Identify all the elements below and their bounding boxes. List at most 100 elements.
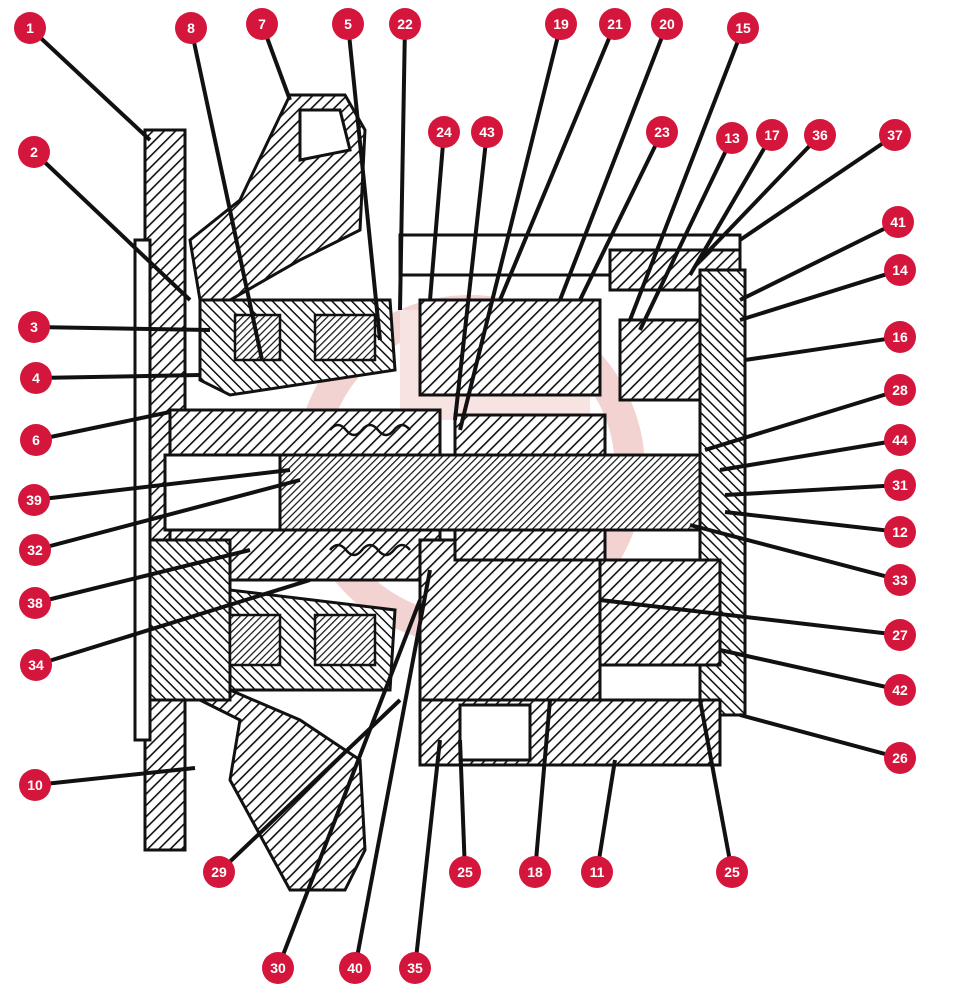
callout-label: 18: [527, 864, 543, 880]
callout-2: 2: [18, 136, 50, 168]
leader-line-21: [498, 23, 617, 301]
callout-10: 10: [19, 769, 51, 801]
callout-8: 8: [175, 12, 207, 44]
callout-label: 29: [211, 864, 227, 880]
callout-circle: [20, 362, 52, 394]
leader-line-5: [346, 23, 382, 341]
callout-circle: [884, 674, 916, 706]
bearings: [228, 313, 377, 667]
leader-line-19: [458, 23, 563, 431]
callout-circle: [339, 952, 371, 984]
callout-40: 40: [339, 952, 371, 984]
callout-3: 3: [18, 311, 50, 343]
callout-label: 39: [26, 492, 42, 508]
leader-line-6: [35, 410, 171, 442]
callout-19: 19: [545, 8, 577, 40]
leader-line-31: [724, 483, 901, 497]
callout-12: 12: [884, 516, 916, 548]
callout-circle: [884, 469, 916, 501]
callout-4: 4: [20, 362, 52, 394]
leader-line-40: [353, 569, 432, 969]
callout-37: 37: [879, 119, 911, 151]
callout-circle: [884, 619, 916, 651]
callout-label: 16: [892, 329, 908, 345]
leader-line-16: [744, 335, 901, 362]
callout-31: 31: [884, 469, 916, 501]
callout-label: 32: [27, 542, 43, 558]
leader-line-35: [413, 739, 442, 969]
callout-21: 21: [599, 8, 631, 40]
leader-line-33: [689, 523, 901, 582]
callout-circle: [581, 856, 613, 888]
leader-line-4: [35, 373, 201, 380]
callout-label: 17: [764, 127, 780, 143]
callout-label: 4: [32, 370, 40, 386]
callout-circle: [262, 952, 294, 984]
callout-label: 3: [30, 319, 38, 335]
callout-circle: [545, 8, 577, 40]
callout-label: 28: [892, 382, 908, 398]
callout-label: 26: [892, 750, 908, 766]
callout-circle: [756, 119, 788, 151]
leader-line-14: [739, 268, 901, 322]
callout-6: 6: [20, 424, 52, 456]
leader-line-24: [428, 131, 446, 301]
leader-line-20: [558, 23, 669, 301]
leader-line-23: [578, 131, 664, 301]
leader-line-38: [34, 548, 251, 605]
callout-label: 36: [812, 127, 828, 143]
callout-circle: [727, 12, 759, 44]
callout-30: 30: [262, 952, 294, 984]
callout-label: 34: [28, 657, 44, 673]
callout-23: 23: [646, 116, 678, 148]
callout-28: 28: [884, 374, 916, 406]
callout-label: 14: [892, 262, 908, 278]
callout-circle: [399, 952, 431, 984]
callout-label: 6: [32, 432, 40, 448]
callout-label: 21: [607, 16, 623, 32]
leader-line-36: [698, 133, 822, 262]
callout-34: 34: [20, 649, 52, 681]
leader-line-30: [276, 599, 422, 969]
callout-5: 5: [332, 8, 364, 40]
callout-label: 41: [890, 214, 906, 230]
callout-label: 40: [347, 960, 363, 976]
callout-circle: [471, 116, 503, 148]
callout-circle: [646, 116, 678, 148]
callout-circle: [428, 116, 460, 148]
leader-line-25: [698, 699, 734, 873]
callout-label: 23: [654, 124, 670, 140]
callout-41: 41: [882, 206, 914, 238]
leader-line-37: [738, 133, 897, 242]
callout-circle: [884, 564, 916, 596]
callout-17: 17: [756, 119, 788, 151]
callout-circle: [332, 8, 364, 40]
callout-39: 39: [18, 484, 50, 516]
callout-42: 42: [884, 674, 916, 706]
leader-line-11: [595, 759, 617, 873]
callout-label: 1: [26, 20, 34, 36]
leader-line-18: [533, 699, 552, 873]
callout-circle: [651, 8, 683, 40]
callout-label: 38: [27, 595, 43, 611]
leader-line-1: [28, 26, 152, 142]
leader-line-25: [458, 739, 467, 873]
callout-label: 31: [892, 477, 908, 493]
callout-label: 35: [407, 960, 423, 976]
callout-33: 33: [884, 564, 916, 596]
callout-circle: [716, 856, 748, 888]
callout-circle: [884, 516, 916, 548]
callout-circle: [18, 136, 50, 168]
callout-7: 7: [246, 8, 278, 40]
callout-32: 32: [19, 534, 51, 566]
callout-circle: [716, 122, 748, 154]
callout-29: 29: [203, 856, 235, 888]
callout-circle: [879, 119, 911, 151]
callout-label: 5: [344, 16, 352, 32]
callout-circle: [19, 769, 51, 801]
leader-line-43: [453, 131, 489, 421]
central-shaft: [163, 413, 702, 562]
callout-label: 37: [887, 127, 903, 143]
